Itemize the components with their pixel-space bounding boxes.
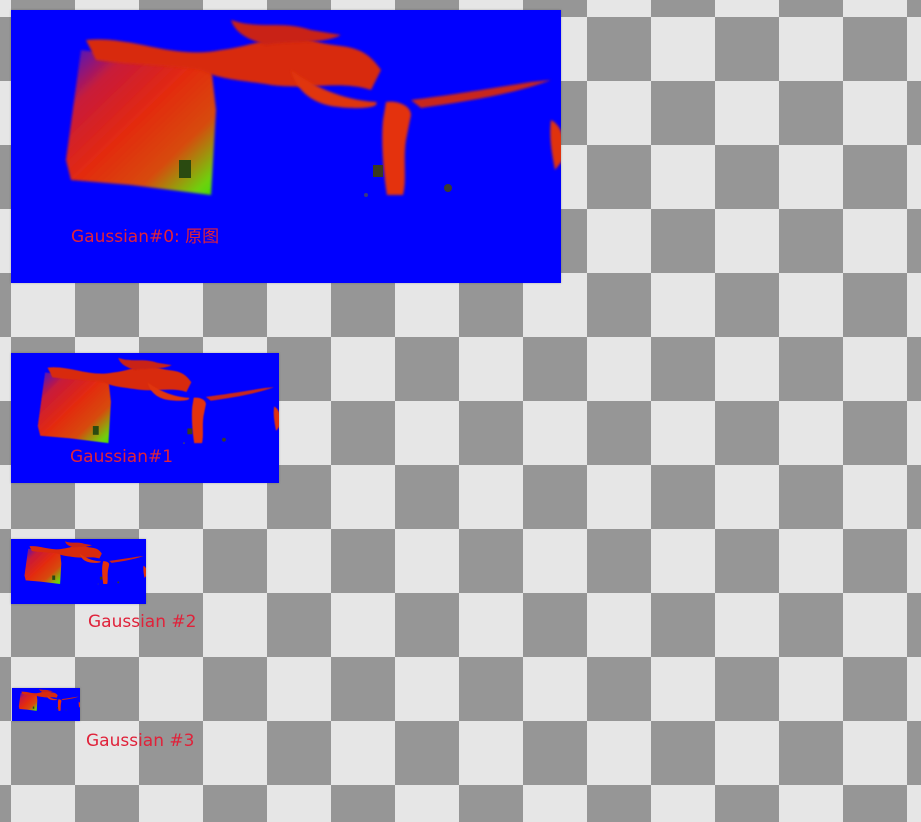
- gaussian-level-3-image: [12, 688, 80, 721]
- gaussian-level-0-label: Gaussian#0: 原图: [71, 227, 220, 247]
- heatmap-image: [11, 539, 146, 604]
- gaussian-level-1-image: Gaussian#1: [11, 353, 279, 483]
- heatmap-image: [12, 688, 80, 721]
- gaussian-level-0-image: Gaussian#0: 原图: [11, 10, 561, 283]
- gaussian-level-3-label: Gaussian #3: [86, 731, 195, 751]
- gaussian-level-2-label: Gaussian #2: [88, 612, 197, 632]
- gaussian-level-2-image: [11, 539, 146, 604]
- gaussian-level-1-label: Gaussian#1: [70, 447, 174, 467]
